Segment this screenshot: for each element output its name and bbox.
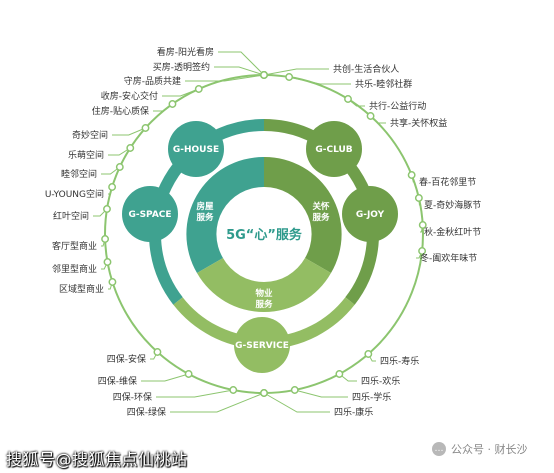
hub-service-label: G-SERVICE [235,341,289,351]
ring-node [194,85,203,93]
hub-club [306,121,362,177]
ring-label: 看房-阳光看房 [157,46,214,58]
ring-label: 四乐-康乐 [334,406,373,418]
leader-line [263,68,329,76]
leader-line [162,88,199,97]
ring-label: 邻里型商业 [52,263,97,275]
hub-space [122,186,178,242]
account-watermark-text: 公众号 · 财长沙 [451,443,528,456]
ring-label: 共享-关怀权益 [390,117,447,129]
ring-label: 四乐-欢乐 [361,375,400,387]
segment-property [197,258,331,313]
segment-housing-label-1: 房屋 [196,201,214,212]
ring-node [418,221,427,229]
ring-label: 夏-奇妙海豚节 [424,199,481,211]
hub-service [234,317,290,373]
ring-node [153,348,162,356]
ring-label: 共行-公益行动 [369,100,426,112]
segment-housing-label-2: 服务 [196,212,214,223]
ring-label: 守房-品质共建 [124,75,181,87]
source-watermark: 搜狐号@搜狐焦点仙桃站 [6,450,188,469]
hub-space-label: G-SPACE [128,210,171,220]
ring-label: 收房-安心交付 [101,90,158,102]
ring-node [126,144,135,152]
ring-label: 四乐-寿乐 [380,355,419,367]
ring-label: 冬-阖欢年味节 [420,252,477,264]
hub-joy-label: G-JOY [356,210,385,220]
leader-line [170,392,265,413]
hub-club-label: G-CLUB [315,145,352,155]
center-title: 5G“心”服务 [226,227,303,243]
ring-label: 四保-安保 [107,353,146,365]
ring-node [229,386,238,394]
leader-line [156,389,234,398]
segment-care-label-1: 关怀 [312,201,330,212]
ring-node [103,258,112,266]
ring-label: 睦邻空间 [61,168,97,180]
ring-label: 区域型商业 [59,283,104,295]
ring-node [115,163,124,171]
chat-bubble-icon: … [432,442,446,456]
ring-node [407,171,416,179]
ring-label: 乐萌空间 [68,149,104,161]
ring-node [335,370,344,378]
segment-housing [186,156,264,273]
ring-node [101,235,110,243]
ring-label: 共乐-睦邻社群 [355,78,412,90]
ring-label: 春-百花邻里节 [419,176,476,188]
leader-line [289,76,351,85]
ring-node [285,73,294,81]
ring-node [418,247,427,255]
ring-node [260,389,268,397]
leader-line [185,74,265,82]
ring-label: 奇妙空间 [72,129,108,141]
center-disc [218,188,310,280]
leader-line [214,66,265,76]
ring-label: 四保-绿保 [127,406,166,418]
account-watermark: … 公众号 · 财长沙 [432,441,528,457]
ring-node [103,205,111,213]
ring-node [168,100,177,108]
ring-node [344,95,352,103]
ring-label: 四保-维保 [98,375,137,387]
ring-node [108,183,117,191]
ring-label: 秋-金秋红叶节 [424,226,481,238]
ring-node [366,112,375,120]
ring-node [414,194,423,202]
hub-house [168,121,224,177]
leader-line [218,51,265,76]
ring-label: 买房-透明签约 [153,61,210,73]
leader-line [263,392,330,413]
segment-care-label-2: 服务 [312,212,330,223]
leader-line [294,389,348,398]
leader-line [141,373,189,382]
leader-line [112,127,146,136]
hub-house-label: G-HOUSE [173,145,219,155]
segment-property-label-2: 服务 [255,299,273,310]
ring-label: U-YOUNG空间 [45,188,104,200]
ring-node [290,386,299,394]
ring-node [364,350,373,358]
ring-node [260,71,268,79]
segment-property-label-1: 物业 [255,288,273,299]
segment-care [264,156,342,273]
ring-node [184,370,193,378]
middle-ring-teal-arc [149,119,265,305]
ring-node [141,124,150,132]
ring-node [108,278,117,286]
ring-label: 四保-环保 [113,391,152,403]
leader-line [108,147,131,156]
ring-label: 四乐-学乐 [352,391,391,403]
ring-label: 共创-生活合伙人 [333,63,399,75]
leader-line [153,103,173,112]
ring-label: 红叶空间 [53,210,89,222]
hub-joy [342,186,398,242]
ring-label: 住房-贴心质保 [92,105,149,117]
middle-ring-green-arc [263,119,379,305]
ring-label: 客厅型商业 [52,240,97,252]
